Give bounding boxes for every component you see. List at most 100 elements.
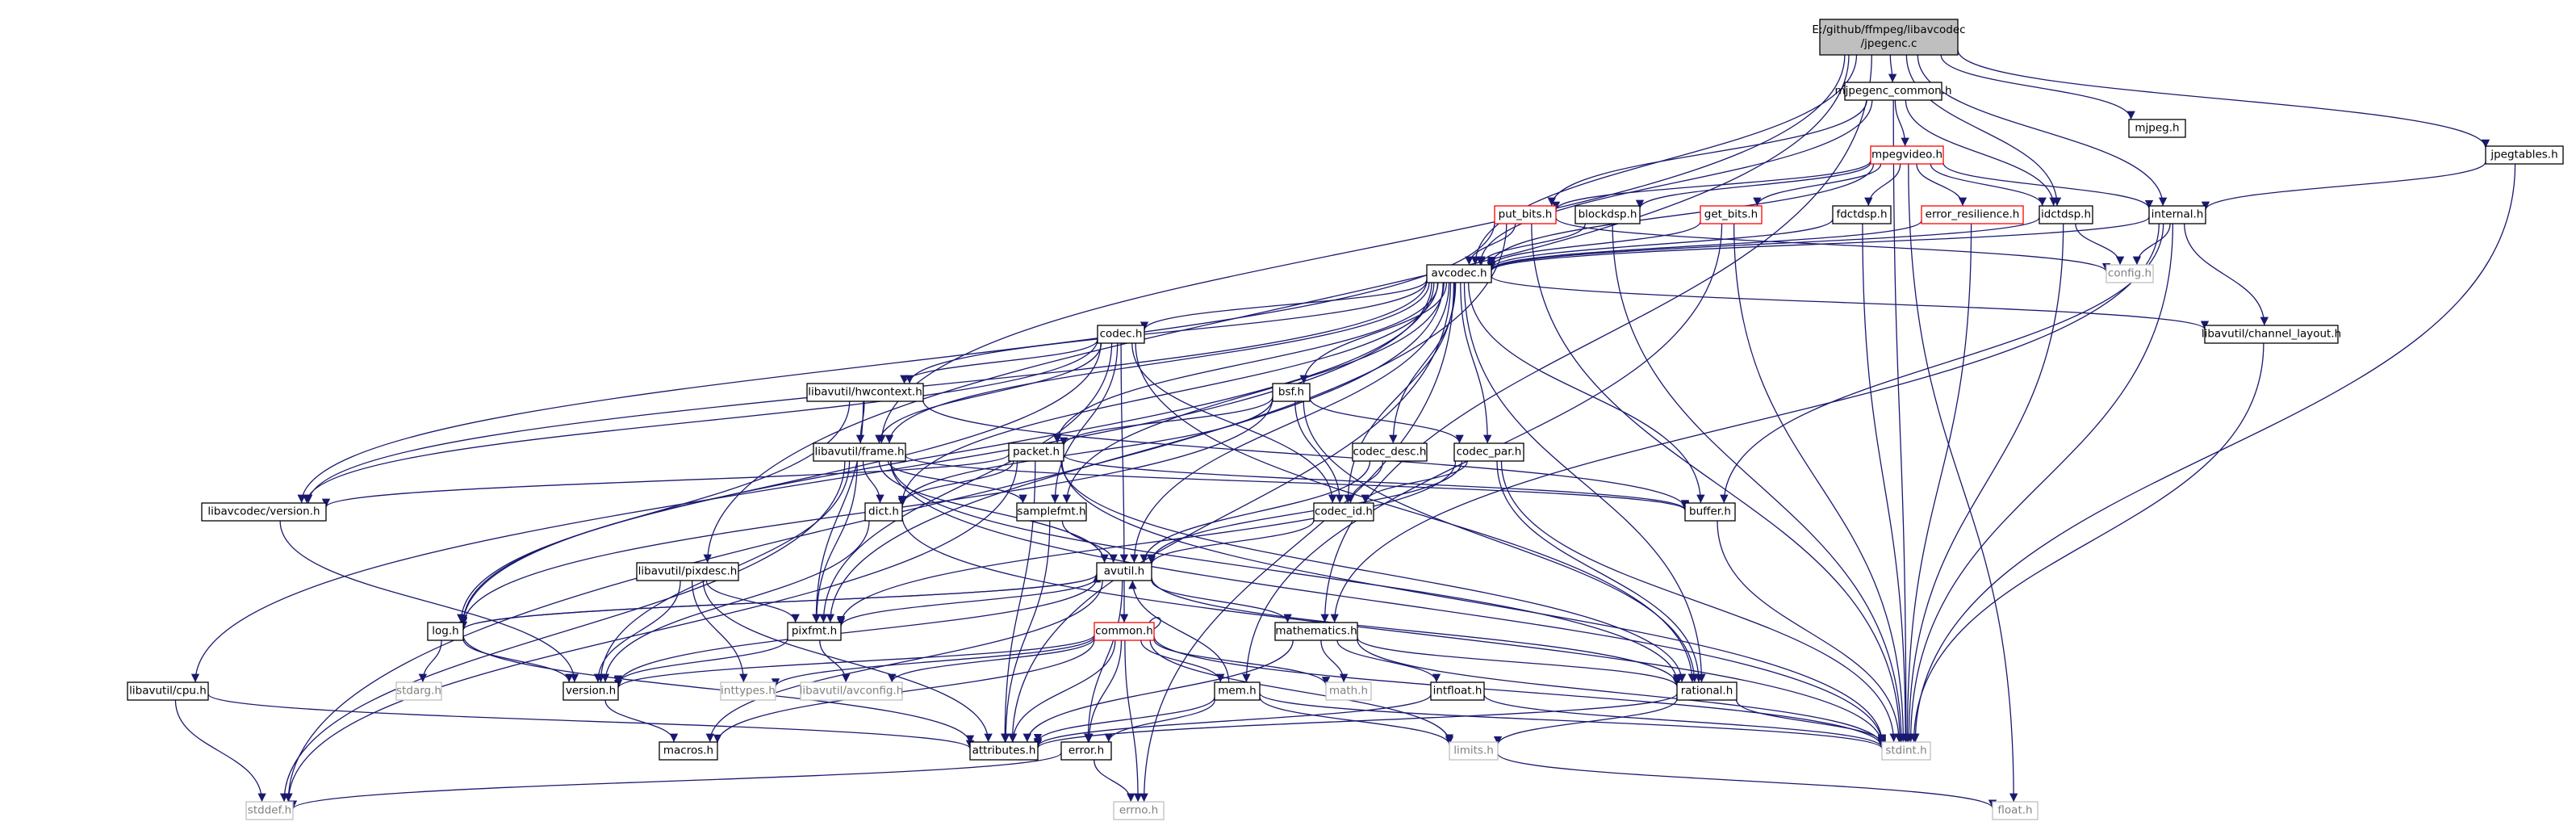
edge-jpegenc-to-avcodec xyxy=(1470,54,1858,266)
edge-lavc_version-to-version xyxy=(279,520,579,683)
node-box-pixdesc xyxy=(636,562,739,581)
node-lavc_version[interactable]: libavcodec/version.h xyxy=(201,502,327,522)
node-label-pixfmt: pixfmt.h xyxy=(792,625,837,638)
node-box-stdarg xyxy=(395,681,442,701)
node-jpegenc[interactable]: E:/github/ffmpeg/libavcodec/jpegenc.c xyxy=(1812,19,1966,56)
node-intfloat[interactable]: intfloat.h xyxy=(1430,681,1485,701)
node-label-mem: mem.h xyxy=(1218,685,1256,698)
node-label-codec_desc: codec_desc.h xyxy=(1353,446,1427,459)
edge-error_resilience-to-stdint xyxy=(1903,223,1972,743)
node-macros[interactable]: macros.h xyxy=(659,741,718,761)
node-version[interactable]: version.h xyxy=(562,681,619,701)
node-box-avcodec xyxy=(1426,264,1492,283)
edge-frame-to-stdint xyxy=(889,460,1887,744)
node-mjpeg[interactable]: mjpeg.h xyxy=(2128,119,2186,138)
edge-blockdsp-to-stdint xyxy=(1612,223,1906,743)
node-label-stddef: stddef.h xyxy=(248,804,291,817)
edge-idctdsp-to-config xyxy=(2075,223,2125,266)
edge-codec_desc-to-codec_id xyxy=(1346,460,1384,504)
node-label-avutil: avutil.h xyxy=(1104,565,1144,578)
node-codec[interactable]: codec.h xyxy=(1097,325,1145,344)
edge-buffer-to-stdint xyxy=(1717,520,1904,743)
node-channel_layout[interactable]: libavutil/channel_layout.h xyxy=(2202,325,2341,344)
edge-jpegenc-to-internal xyxy=(1917,54,2168,207)
edge-channel_layout-to-stdint xyxy=(1909,342,2264,743)
node-box-common xyxy=(1094,622,1155,641)
edge-bsf-to-rational xyxy=(1303,400,1699,683)
node-cpu[interactable]: libavutil/cpu.h xyxy=(127,681,209,701)
node-label-float: float.h xyxy=(1997,804,2032,817)
node-box-put_bits xyxy=(1494,205,1557,224)
node-codec_par[interactable]: codec_par.h xyxy=(1453,442,1524,462)
edge-avcodec-to-cpu xyxy=(190,282,1432,683)
node-jpegtables[interactable]: jpegtables.h xyxy=(2485,145,2564,165)
node-box-cpu xyxy=(127,681,209,701)
node-bsf[interactable]: bsf.h xyxy=(1272,383,1311,402)
node-avutil[interactable]: avutil.h xyxy=(1096,562,1152,581)
node-box-inttypes xyxy=(720,681,776,701)
node-label-put_bits: put_bits.h xyxy=(1499,208,1553,221)
node-hwcontext[interactable]: libavutil/hwcontext.h xyxy=(806,383,924,402)
edge-mpegvideo-to-internal xyxy=(1942,162,2154,209)
edge-jpegenc-to-jpegtables xyxy=(1957,49,2490,149)
edge-mem-to-limits xyxy=(1259,696,1454,745)
node-codec_id[interactable]: codec_id.h xyxy=(1313,502,1374,522)
node-buffer[interactable]: buffer.h xyxy=(1684,502,1736,522)
edge-cpu-to-stddef xyxy=(174,699,266,803)
node-limits: limits.h xyxy=(1449,741,1499,761)
node-common[interactable]: common.h xyxy=(1094,622,1155,641)
node-box-blockdsp xyxy=(1574,205,1641,224)
node-label-codec_par: codec_par.h xyxy=(1457,446,1522,459)
edge-blockdsp-to-avcodec xyxy=(1477,223,1586,266)
edge-mpegvideo-to-get_bits xyxy=(1753,163,1882,207)
edge-put_bits-to-config xyxy=(1555,217,2110,272)
edge-internal-to-avcodec xyxy=(1487,216,2150,272)
edge-mjpegenc_common-to-idctdsp xyxy=(1905,99,2058,207)
node-samplefmt[interactable]: samplefmt.h xyxy=(1016,502,1087,522)
node-pixdesc[interactable]: libavutil/pixdesc.h xyxy=(636,562,739,581)
node-avcodec[interactable]: avcodec.h xyxy=(1426,264,1492,283)
node-mathematics[interactable]: mathematics.h xyxy=(1274,622,1358,641)
edge-common-to-attributes xyxy=(1008,639,1116,743)
edge-avcodec-to-errno xyxy=(1140,282,1455,803)
node-mpegvideo[interactable]: mpegvideo.h xyxy=(1870,145,1944,165)
node-packet[interactable]: packet.h xyxy=(1008,442,1064,462)
edge-log-to-stdarg xyxy=(418,639,442,683)
edge-mathematics-to-attributes xyxy=(1022,639,1294,743)
node-label-intfloat: intfloat.h xyxy=(1433,685,1482,698)
node-attributes[interactable]: attributes.h xyxy=(969,741,1039,761)
node-label-error: error.h xyxy=(1068,744,1104,757)
edge-codec_par-to-pixfmt xyxy=(836,460,1457,625)
node-label-macros: macros.h xyxy=(663,744,713,757)
node-label-bsf: bsf.h xyxy=(1278,386,1304,399)
node-dict[interactable]: dict.h xyxy=(864,502,903,522)
edge-avutil-to-rational xyxy=(1151,577,1682,686)
node-pixfmt[interactable]: pixfmt.h xyxy=(787,622,842,641)
edge-get_bits-to-avcodec xyxy=(1487,220,1701,267)
edge-frame-to-dict xyxy=(862,460,884,504)
edge-avutil-to-pixfmt xyxy=(836,577,1098,627)
node-box-math xyxy=(1325,681,1372,701)
node-frame[interactable]: libavutil/frame.h xyxy=(813,442,906,462)
node-idctdsp[interactable]: idctdsp.h xyxy=(2039,205,2093,224)
node-blockdsp[interactable]: blockdsp.h xyxy=(1574,205,1641,224)
node-mjpegenc_common[interactable]: mjpegenc_common.h xyxy=(1834,82,1952,101)
edge-packet-to-lavc_version xyxy=(322,454,1010,508)
node-box-get_bits xyxy=(1700,205,1763,224)
node-inttypes: inttypes.h xyxy=(720,681,776,701)
edge-pixfmt-to-avconfig xyxy=(819,639,851,683)
node-error[interactable]: error.h xyxy=(1060,741,1112,761)
node-rational[interactable]: rational.h xyxy=(1676,681,1738,701)
node-put_bits[interactable]: put_bits.h xyxy=(1494,205,1557,224)
node-box-stddef xyxy=(245,801,294,820)
node-mem[interactable]: mem.h xyxy=(1214,681,1261,701)
node-error_resilience[interactable]: error_resilience.h xyxy=(1921,205,2024,224)
edge-mpegvideo-to-avcodec xyxy=(1487,163,1875,266)
node-fdctdsp[interactable]: fdctdsp.h xyxy=(1832,205,1892,224)
node-get_bits[interactable]: get_bits.h xyxy=(1700,205,1763,224)
node-internal[interactable]: internal.h xyxy=(2148,205,2206,224)
node-log[interactable]: log.h xyxy=(427,622,464,641)
node-label-rational: rational.h xyxy=(1681,685,1733,698)
node-codec_desc[interactable]: codec_desc.h xyxy=(1352,442,1428,462)
